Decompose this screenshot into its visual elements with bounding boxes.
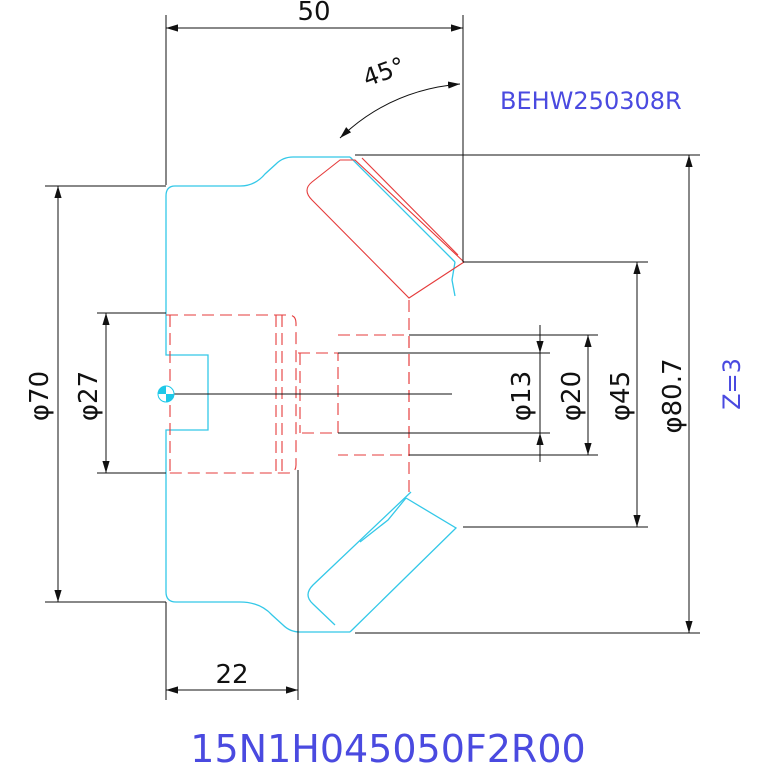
teeth-count-label: Z=3 [718, 358, 746, 410]
dimension-lines [45, 15, 700, 700]
part-outline [165, 156, 458, 633]
dim-od-text: φ70 [25, 371, 55, 421]
dim-bore-text: φ27 [74, 371, 104, 421]
part-number-label: 15N1H045050F2R00 [190, 727, 585, 767]
origin-marker-icon [157, 385, 175, 403]
dim-face-text: φ45 [606, 371, 636, 421]
dim-width-text: 50 [297, 0, 330, 27]
dim-inner-text: φ20 [557, 371, 587, 421]
dim-angle-arc [339, 81, 461, 139]
dim-hub-length-text: 22 [215, 660, 248, 690]
dim-hub-text: φ13 [507, 371, 537, 421]
drawing-code-label: BEHW250308R [500, 87, 682, 115]
dim-pitch-text: φ80.7 [658, 358, 688, 433]
